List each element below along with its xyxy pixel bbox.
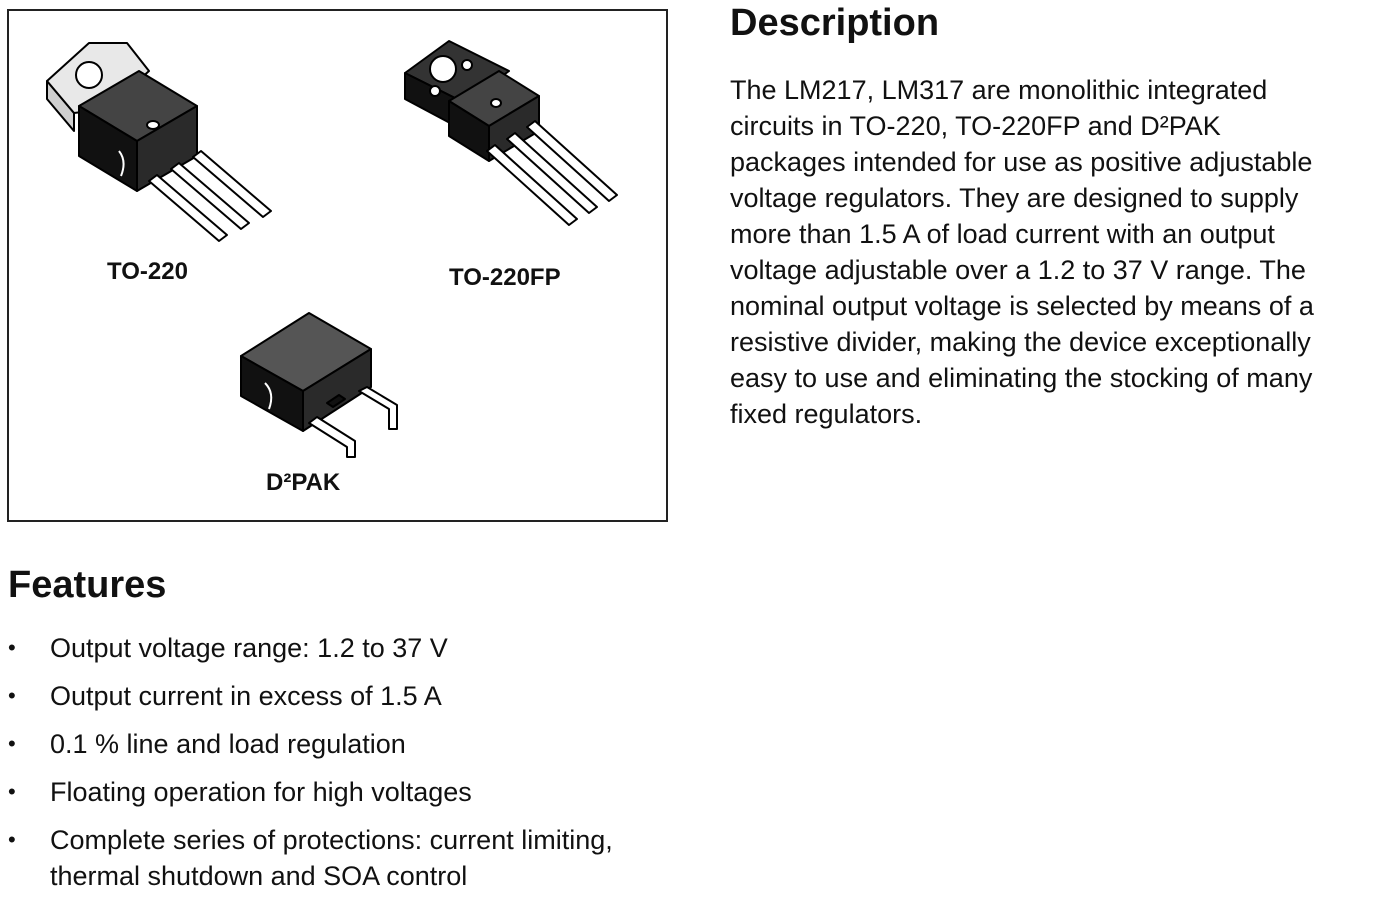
list-item: • Complete series of protections: curren…: [0, 822, 613, 894]
description-line: circuits in TO-220, TO-220FP and D²PAK: [730, 111, 1221, 141]
package-drawings: [46, 40, 618, 458]
list-item: • Output current in excess of 1.5 A: [0, 678, 613, 714]
description-text: The LM217, LM317 are monolithic integrat…: [730, 72, 1380, 432]
feature-text: 0.1 % line and load regulation: [50, 729, 406, 759]
bullet-icon: •: [8, 827, 16, 852]
description-heading: Description: [730, 2, 940, 44]
description-line: voltage regulators. They are designed to…: [730, 183, 1299, 213]
feature-text: thermal shutdown and SOA control: [50, 861, 468, 891]
description-line: more than 1.5 A of load current with an …: [730, 219, 1275, 249]
description-line: easy to use and eliminating the stocking…: [730, 363, 1313, 393]
bullet-icon: •: [8, 683, 16, 708]
list-item: • 0.1 % line and load regulation: [0, 726, 613, 762]
d2pak-package-image: [240, 312, 398, 458]
description-line: The LM217, LM317 are monolithic integrat…: [730, 75, 1268, 105]
package-illustration-box: TO-220 TO-220FP D²PAK: [7, 9, 668, 522]
to220-package-image: [46, 42, 272, 242]
features-heading: Features: [8, 564, 167, 606]
list-item: • Output voltage range: 1.2 to 37 V: [0, 630, 613, 666]
list-item: • Floating operation for high voltages: [0, 774, 613, 810]
to220fp-label: TO-220FP: [449, 264, 561, 291]
feature-text: Floating operation for high voltages: [50, 777, 472, 807]
description-line: voltage adjustable over a 1.2 to 37 V ra…: [730, 255, 1306, 285]
description-line: nominal output voltage is selected by me…: [730, 291, 1314, 321]
feature-text: Complete series of protections: current …: [50, 825, 613, 855]
feature-text: Output voltage range: 1.2 to 37 V: [50, 633, 448, 663]
bullet-icon: •: [8, 779, 16, 804]
to220-label: TO-220: [107, 258, 188, 285]
to220fp-package-image: [404, 40, 618, 226]
d2pak-label: D²PAK: [266, 469, 341, 496]
feature-text: Output current in excess of 1.5 A: [50, 681, 442, 711]
description-line: fixed regulators.: [730, 399, 923, 429]
description-line: resistive divider, making the device exc…: [730, 327, 1311, 357]
features-list: • Output voltage range: 1.2 to 37 V • Ou…: [0, 630, 613, 906]
bullet-icon: •: [8, 731, 16, 756]
bullet-icon: •: [8, 635, 16, 660]
description-line: packages intended for use as positive ad…: [730, 147, 1313, 177]
